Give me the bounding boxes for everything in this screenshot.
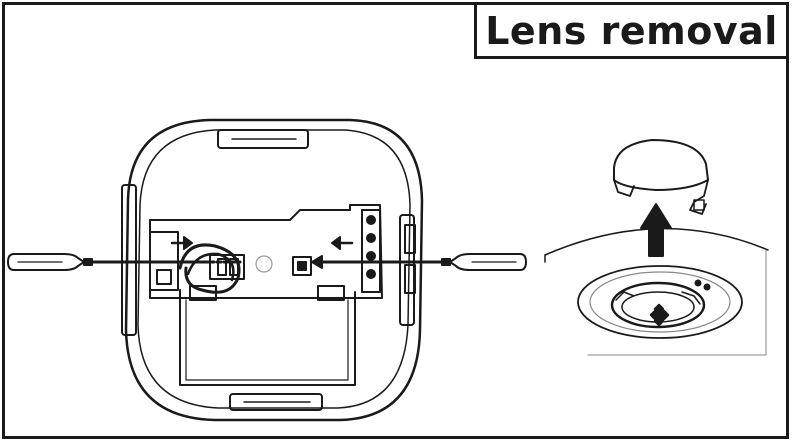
title-box: Lens removal	[474, 5, 786, 59]
outer-border	[2, 2, 789, 439]
screwdriver-left	[7, 253, 242, 271]
detector-body	[121, 118, 424, 422]
lens-assembly	[544, 139, 769, 356]
diagram-title: Lens removal	[485, 8, 778, 53]
screwdriver-right	[311, 253, 527, 271]
